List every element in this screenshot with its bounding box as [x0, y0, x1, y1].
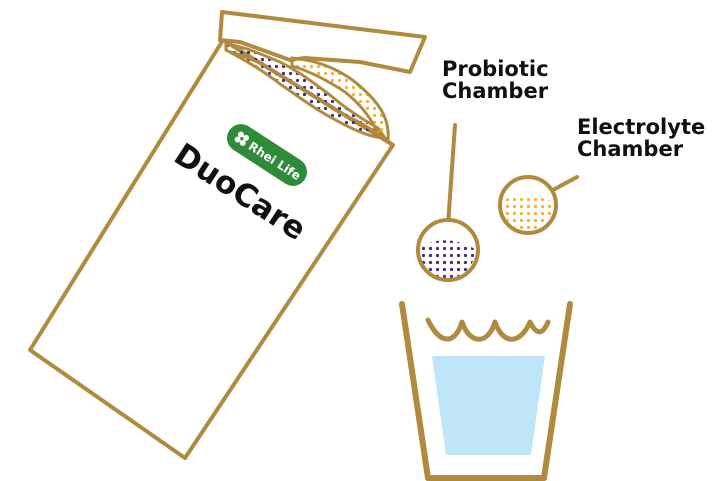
electrolyte-label-line-2: Chamber [577, 138, 705, 160]
probiotic-pointer-line [448, 125, 455, 225]
water-fill [432, 356, 545, 455]
water-ripple [428, 320, 548, 339]
probiotic-label-line-2: Chamber [442, 80, 549, 102]
probiotic-label-line-1: Probiotic [442, 58, 549, 80]
electrolyte-chamber-label: Electrolyte Chamber [577, 116, 705, 160]
sachet: Rhei Life DuoCare [30, 12, 425, 458]
electrolyte-chamber-callout [500, 177, 577, 233]
probiotic-chamber-callout [418, 125, 478, 280]
probiotic-chamber-label: Probiotic Chamber [442, 58, 549, 102]
water-glass [402, 304, 570, 478]
electrolyte-label-line-1: Electrolyte [577, 116, 705, 138]
electrolyte-pointer-line [553, 177, 577, 190]
